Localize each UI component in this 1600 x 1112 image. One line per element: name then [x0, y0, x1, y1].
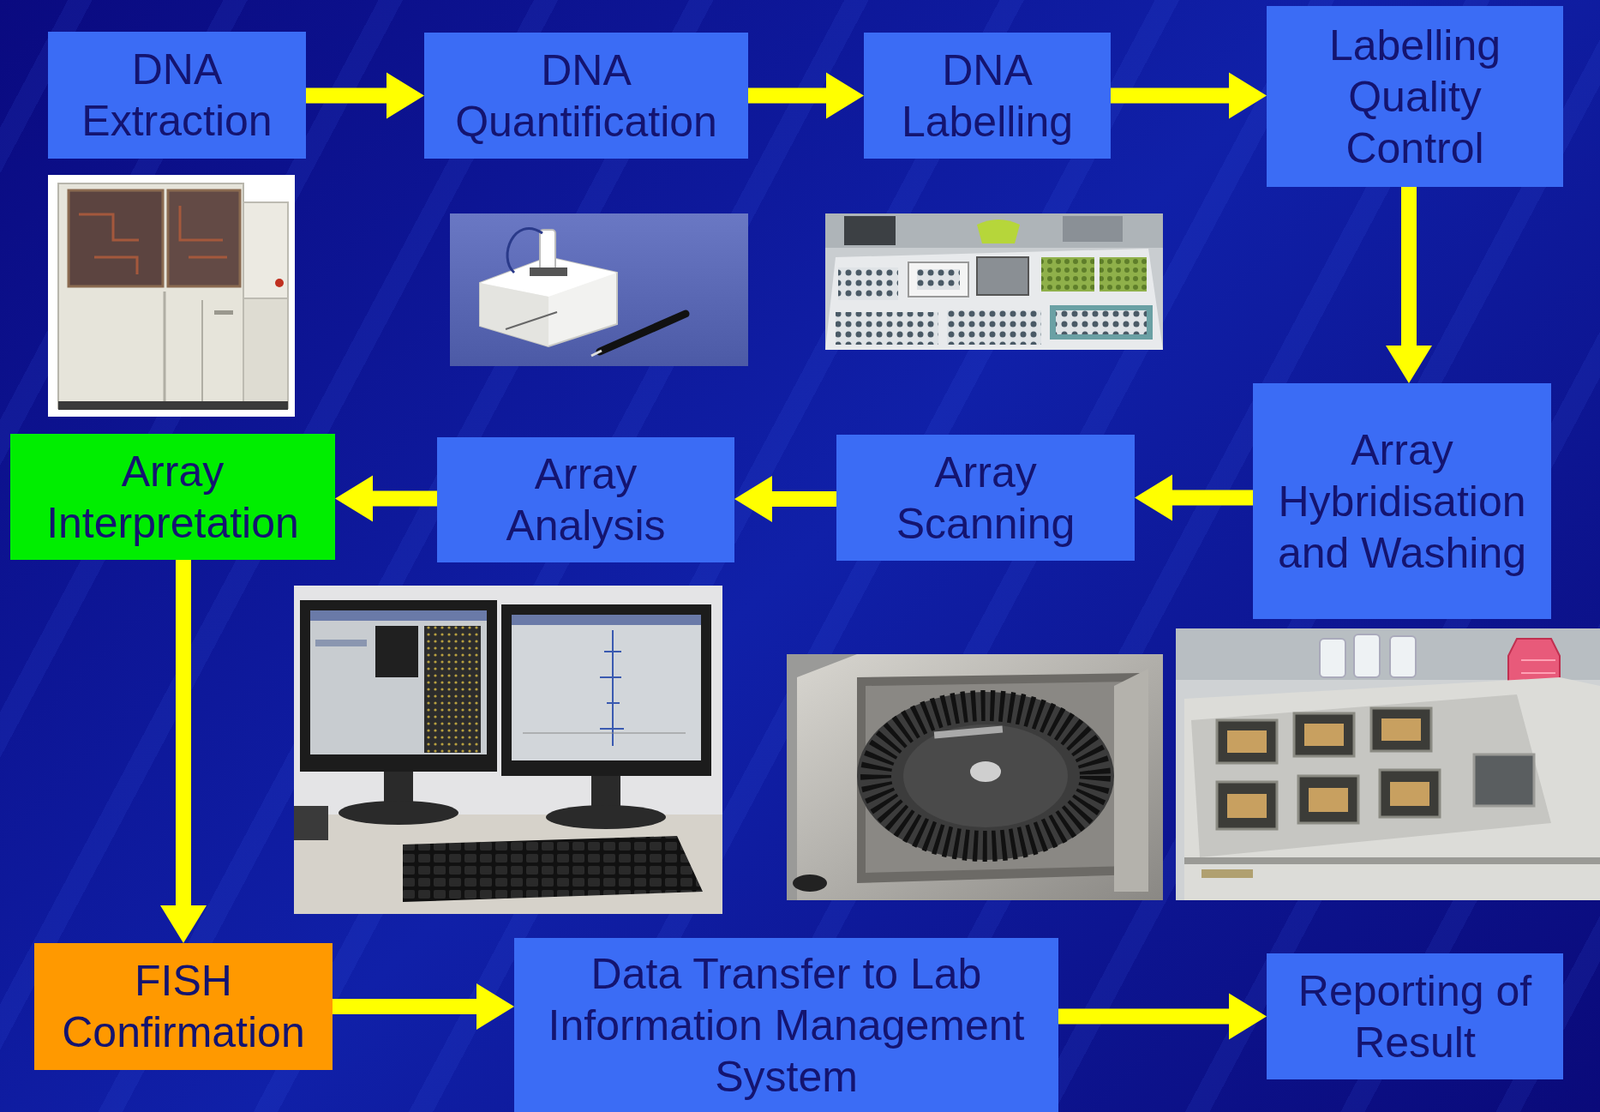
process-box: Labelling Quality Control — [1266, 5, 1564, 187]
box-label: Labelling Quality Control — [1286, 19, 1544, 174]
box-label: Array Scanning — [865, 446, 1106, 550]
flow-arrow — [734, 475, 837, 522]
process-box: Data Transfer to Lab Information Managem… — [514, 937, 1059, 1112]
box-label: Array Interpretation — [27, 445, 319, 549]
flow-arrow — [1110, 72, 1267, 120]
box-label: Array Hybridisation and Washing — [1273, 424, 1531, 579]
box-label: DNA Extraction — [65, 43, 289, 147]
process-box: Reporting of Result — [1266, 952, 1564, 1079]
flow-arrow — [1134, 474, 1253, 522]
process-box: DNA Labelling — [863, 32, 1111, 159]
flow-arrow — [1058, 993, 1267, 1040]
box-label: Reporting of Result — [1286, 964, 1544, 1068]
box-label: DNA Labelling — [880, 44, 1095, 148]
flow-arrow — [748, 72, 864, 120]
workstation-photo — [293, 585, 723, 914]
process-box: DNA Quantification — [424, 32, 749, 159]
liquid-handler-photo — [825, 213, 1163, 350]
box-label: Data Transfer to Lab Information Managem… — [542, 947, 1031, 1103]
extraction-instrument-photo — [47, 174, 295, 417]
flow-arrow — [1385, 186, 1433, 384]
box-label: DNA Quantification — [440, 44, 732, 148]
process-box: DNA Extraction — [47, 31, 306, 159]
flow-arrow — [305, 72, 425, 120]
process-box: Array Scanning — [836, 434, 1135, 561]
hybridisation-station-photo — [1175, 628, 1600, 900]
process-box: Array Hybridisation and Washing — [1252, 383, 1552, 619]
process-box: FISH Confirmation — [34, 942, 333, 1070]
process-box: Array Interpretation — [10, 433, 336, 560]
box-label: FISH Confirmation — [46, 954, 321, 1058]
flow-arrow — [332, 982, 515, 1030]
flow-arrow — [335, 475, 438, 522]
nanodrop-photo — [449, 213, 749, 366]
flow-arrow — [160, 559, 207, 943]
box-label: Array Analysis — [474, 448, 698, 552]
scanner-photo — [786, 653, 1163, 900]
process-box: Array Analysis — [437, 437, 735, 563]
